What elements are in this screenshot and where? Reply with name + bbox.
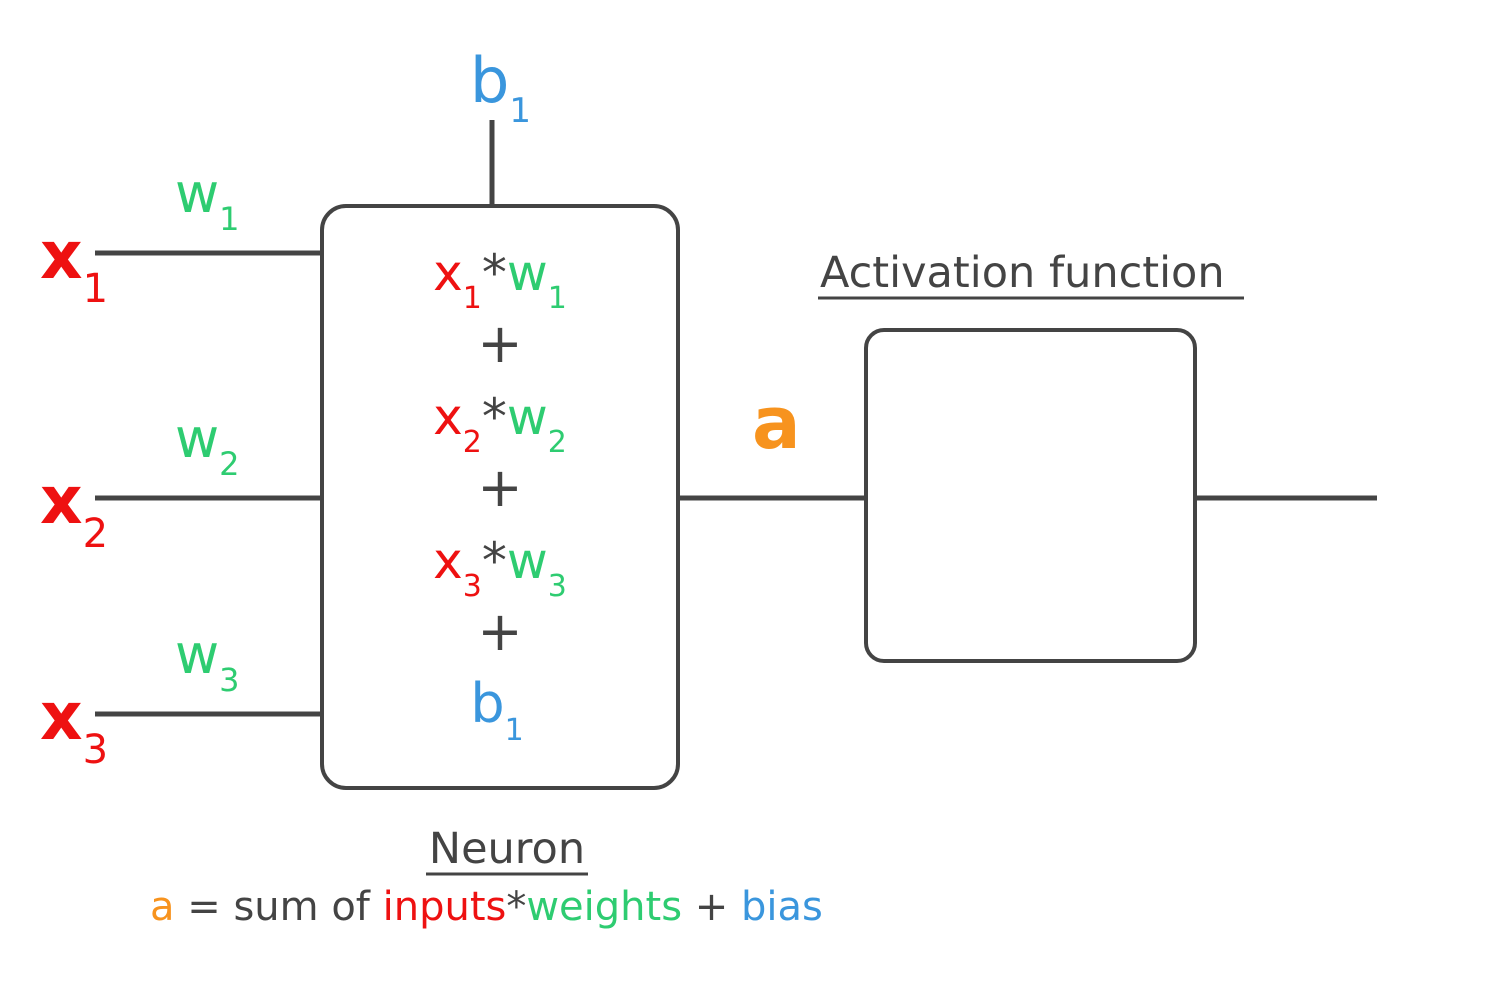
term-1-x: x <box>433 244 463 302</box>
term-2-w: w <box>507 388 548 446</box>
output-a-label: a <box>752 381 801 465</box>
formula-inputs: inputs <box>383 884 507 930</box>
weight-w2-symbol: w <box>175 407 219 470</box>
term-1-x-subscript: 1 <box>463 281 482 316</box>
formula-weights: weights <box>526 884 682 930</box>
weight-w3-subscript: 3 <box>219 661 239 699</box>
neuron-term-2: x2*w2 <box>433 388 567 460</box>
bias-b1-top-subscript: 1 <box>509 91 531 131</box>
neuron-plus-1: + <box>477 312 522 375</box>
neuron-label: Neuron <box>429 824 585 874</box>
term-3-w-subscript: 3 <box>548 569 567 604</box>
term-3-multiply: * <box>482 532 507 590</box>
input-x1: x1 <box>40 217 108 312</box>
neuron-plus-2: + <box>477 456 522 519</box>
term-2-x-subscript: 2 <box>463 425 482 460</box>
term-3-w: w <box>507 532 548 590</box>
neuron-bias-symbol: b <box>470 672 504 735</box>
input-x2-subscript: 2 <box>83 511 108 557</box>
term-2-multiply: * <box>482 388 507 446</box>
activation-function-box <box>864 328 1197 663</box>
formula-bias: bias <box>741 884 823 930</box>
bias-b1-top-symbol: b <box>470 44 509 117</box>
formula-plus: + <box>682 884 741 930</box>
neuron-box <box>320 204 680 790</box>
neuron-bias-subscript: 1 <box>505 713 524 748</box>
weight-w2-subscript: 2 <box>219 445 239 483</box>
input-x1-subscript: 1 <box>83 266 108 312</box>
term-1-w: w <box>507 244 548 302</box>
term-3-x: x <box>433 532 463 590</box>
input-x2-symbol: x <box>40 462 83 539</box>
input-x2: x2 <box>40 462 108 557</box>
bias-b1-top: b1 <box>470 44 531 131</box>
term-3-x-subscript: 3 <box>463 569 482 604</box>
formula-multiply: * <box>506 884 526 930</box>
input-x3: x3 <box>40 678 108 773</box>
input-x1-symbol: x <box>40 217 83 294</box>
formula-a: a <box>150 884 175 930</box>
weight-w3-symbol: w <box>175 623 219 686</box>
weight-w2: w2 <box>175 407 240 483</box>
input-x3-symbol: x <box>40 678 83 755</box>
neuron-term-1: x1*w1 <box>433 244 567 316</box>
weight-w1: w1 <box>175 162 240 238</box>
formula: a = sum of inputs*weights + bias <box>150 884 823 930</box>
weight-w1-subscript: 1 <box>219 200 239 238</box>
neuron-bias-b1: b1 <box>470 672 523 748</box>
formula-equals-sum-of: = sum of <box>175 884 383 930</box>
input-x3-subscript: 3 <box>83 727 108 773</box>
neuron-plus-3: + <box>477 600 522 663</box>
weight-w3: w3 <box>175 623 240 699</box>
activation-function-label: Activation function <box>820 248 1225 298</box>
term-1-multiply: * <box>482 244 507 302</box>
neuron-term-3: x3*w3 <box>433 532 567 604</box>
term-2-x: x <box>433 388 463 446</box>
term-1-w-subscript: 1 <box>548 281 567 316</box>
term-2-w-subscript: 2 <box>548 425 567 460</box>
weight-w1-symbol: w <box>175 162 219 225</box>
